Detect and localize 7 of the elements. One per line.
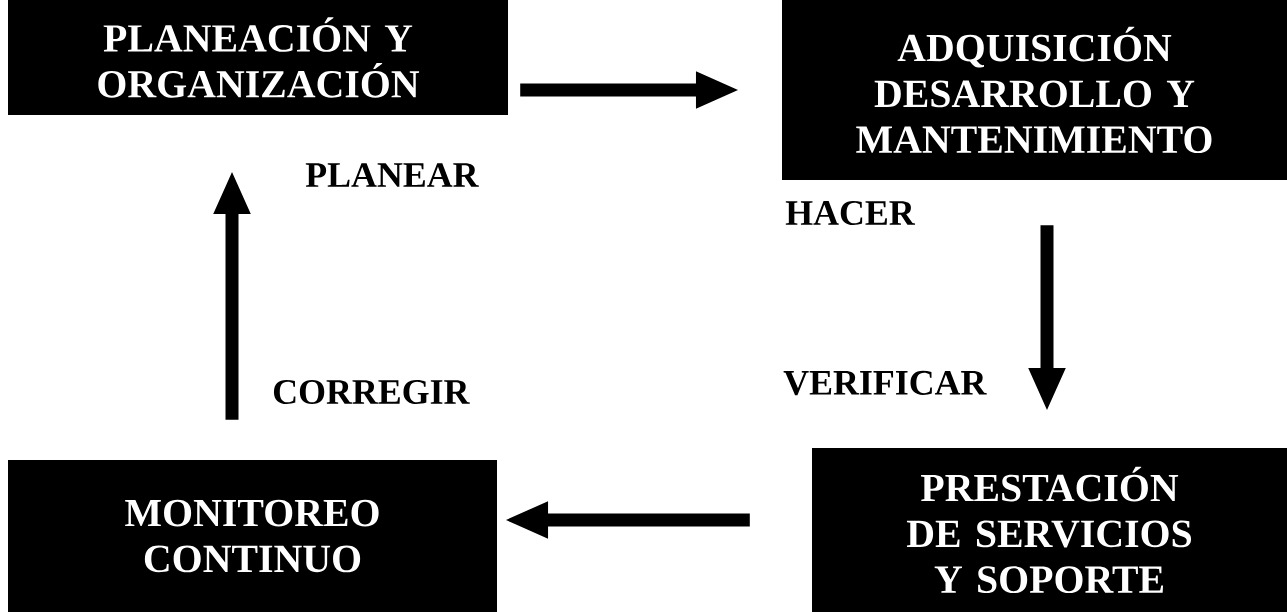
process-box: PRESTACIÓN DE SERVICIOS Y SOPORTE [812, 448, 1287, 612]
process-box: MONITOREO CONTINUO [8, 460, 497, 612]
phase-label: VERIFICAR [783, 370, 987, 396]
phase-label: CORREGIR [273, 379, 470, 405]
phase-label: PLANEAR [305, 163, 479, 187]
process-box: ADQUISICIÓN DESARROLLO Y MANTENIMIENTO [782, 0, 1287, 180]
process-box: PLANEACIÓN Y ORGANIZACIÓN [8, 0, 508, 115]
